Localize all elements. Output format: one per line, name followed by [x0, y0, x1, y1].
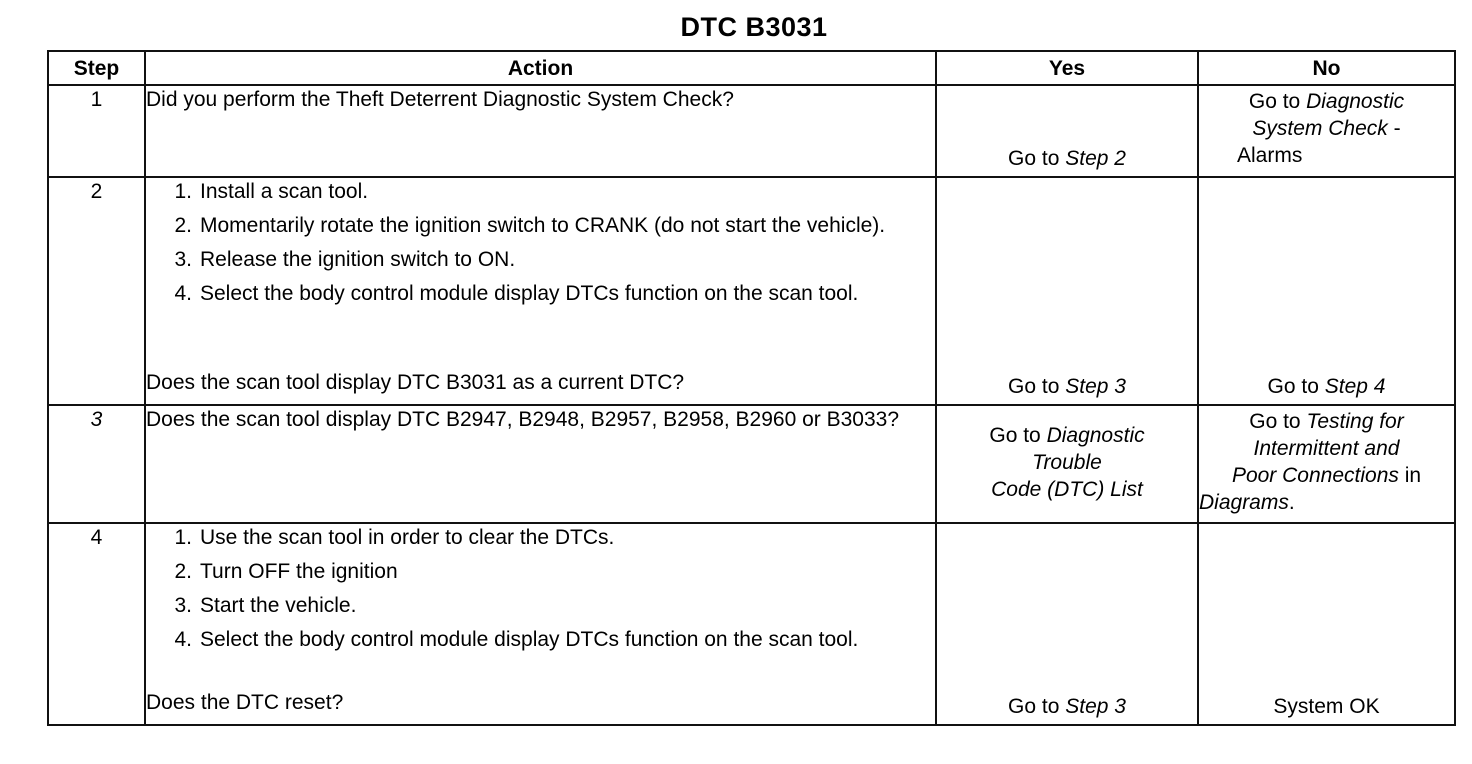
- header-no: No: [1197, 50, 1456, 86]
- action-question: Does the scan tool display DTC B3031 as …: [146, 371, 685, 394]
- no-cell: Go to Diagnostic System Check - Alarms: [1197, 84, 1456, 178]
- action-cell: Does the scan tool display DTC B2947, B2…: [144, 404, 937, 524]
- no-result: System OK: [1273, 695, 1380, 718]
- action-question: Does the scan tool display DTC B2947, B2…: [146, 408, 900, 431]
- yes-cell: Go to Step 3: [935, 176, 1199, 406]
- list-item: 2.Turn OFF the ignition: [174, 560, 398, 583]
- yes-cell: Go to Step 3: [935, 522, 1199, 726]
- step-link[interactable]: Step 3: [1065, 375, 1126, 398]
- no-cell: Go to Step 4: [1197, 176, 1456, 406]
- list-item: 1.Use the scan tool in order to clear th…: [174, 526, 615, 549]
- action-question: Does the DTC reset?: [146, 691, 344, 714]
- list-item: 4.Select the body control module display…: [174, 628, 859, 651]
- list-item: 3.Release the ignition switch to ON.: [174, 248, 516, 271]
- step-number: 3: [47, 404, 146, 524]
- table-header-row: Step Action Yes No: [47, 50, 1456, 86]
- table-row: 3 Does the scan tool display DTC B2947, …: [47, 404, 1456, 524]
- reference-link[interactable]: Testing for: [1306, 410, 1404, 433]
- reference-link[interactable]: Diagnostic: [1046, 423, 1145, 447]
- step-link[interactable]: Step 2: [1065, 147, 1126, 170]
- step-number: 2: [47, 176, 146, 406]
- header-action: Action: [144, 50, 937, 86]
- action-step-list: 1.Use the scan tool in order to clear th…: [146, 524, 935, 660]
- diagnostic-table: Step Action Yes No 1 Did you perform the…: [47, 50, 1456, 726]
- no-cell: Go to Testing for Intermittent and Poor …: [1197, 404, 1456, 524]
- reference-link[interactable]: Intermittent and: [1253, 437, 1400, 460]
- reference-link[interactable]: Trouble: [1032, 450, 1102, 474]
- step-link[interactable]: Step 3: [1065, 695, 1126, 718]
- table-row: 2 1.Install a scan tool. 2.Momentarily r…: [47, 176, 1456, 406]
- no-result: Go to Step 4: [1267, 375, 1386, 398]
- yes-cell: Go to Diagnostic Trouble Code (DTC) List: [935, 404, 1199, 524]
- step-link[interactable]: Step 4: [1324, 375, 1386, 398]
- no-result: Go to Diagnostic System Check - Alarms: [1237, 90, 1405, 167]
- step-number: 1: [47, 84, 146, 178]
- action-cell: 1.Use the scan tool in order to clear th…: [144, 522, 937, 726]
- list-item: 3.Start the vehicle.: [174, 594, 357, 617]
- table-row: 1 Did you perform the Theft Deterrent Di…: [47, 84, 1456, 178]
- yes-result: Go to Step 3: [1008, 375, 1126, 398]
- no-cell: System OK: [1197, 522, 1456, 726]
- list-item: 2.Momentarily rotate the ignition switch…: [174, 214, 886, 237]
- list-item: 4.Select the body control module display…: [174, 282, 859, 305]
- yes-cell: Go to Step 2: [935, 84, 1199, 178]
- reference-link[interactable]: Diagnostic: [1306, 90, 1405, 113]
- header-step: Step: [47, 50, 146, 86]
- action-question: Did you perform the Theft Deterrent Diag…: [146, 88, 734, 111]
- reference-link[interactable]: Code (DTC) List: [991, 477, 1143, 501]
- reference-link[interactable]: Diagrams: [1199, 491, 1289, 514]
- yes-result: Go to Step 2: [1008, 147, 1126, 170]
- yes-result: Go to Diagnostic Trouble Code (DTC) List: [989, 423, 1145, 501]
- reference-link[interactable]: System Check: [1252, 117, 1388, 140]
- list-item: 1.Install a scan tool.: [174, 180, 369, 203]
- action-cell: Did you perform the Theft Deterrent Diag…: [144, 84, 937, 178]
- reference-link[interactable]: Poor Connections: [1231, 464, 1399, 487]
- action-cell: 1.Install a scan tool. 2.Momentarily rot…: [144, 176, 937, 406]
- action-step-list: 1.Install a scan tool. 2.Momentarily rot…: [146, 178, 935, 314]
- page-title: DTC B3031: [680, 12, 828, 42]
- no-result: Go to Testing for Intermittent and Poor …: [1199, 410, 1422, 514]
- yes-result: Go to Step 3: [1008, 695, 1126, 718]
- table-row: 4 1.Use the scan tool in order to clear …: [47, 522, 1456, 726]
- step-number: 4: [47, 522, 146, 726]
- header-yes: Yes: [935, 50, 1199, 86]
